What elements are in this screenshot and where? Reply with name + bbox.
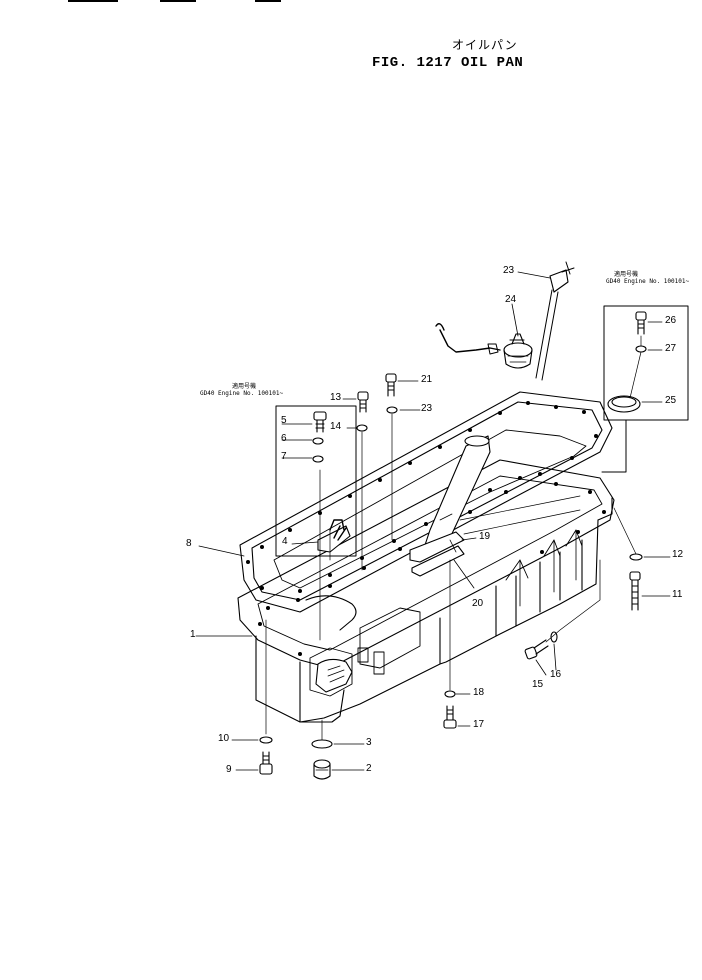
callout-15: 15 (532, 679, 544, 690)
callout-13: 13 (330, 392, 342, 403)
callout-4: 4 (282, 536, 288, 547)
washer-part-10 (259, 736, 273, 744)
callout-1: 1 (190, 629, 196, 640)
washer-part-6 (312, 437, 324, 445)
bolt-part-15 (524, 639, 549, 660)
bolt-part-9 (259, 751, 273, 775)
bolt-part-11 (629, 571, 641, 611)
callout-6: 6 (281, 433, 287, 444)
bolt-part-26 (635, 311, 647, 335)
oring-part-3 (311, 739, 333, 749)
callout-26: 26 (665, 315, 677, 326)
applicability-note-right: 適用号機 GD40 Engine No. 100101~ (606, 271, 689, 285)
drain-plug-part-2 (313, 759, 331, 780)
callout-3: 3 (366, 737, 372, 748)
note-left-line2: GD40 Engine No. 100101~ (200, 390, 284, 397)
washer-part-27 (635, 345, 647, 353)
note-left-line1: 適用号機 (232, 383, 257, 390)
callout-23-washer: 23 (421, 403, 433, 414)
callout-20: 20 (472, 598, 484, 609)
header-rule-2 (160, 0, 196, 2)
header-rule-1 (68, 0, 118, 2)
assembly-lines (265, 335, 642, 741)
callout-19: 19 (479, 531, 491, 542)
callout-16: 16 (550, 669, 562, 680)
callout-5: 5 (281, 415, 287, 426)
japanese-title: オイルパン (452, 38, 518, 52)
leader-lines (195, 271, 671, 771)
callout-27: 27 (665, 343, 677, 354)
oring-part-7 (312, 455, 324, 463)
callout-11: 11 (672, 589, 683, 600)
callout-2: 2 (366, 763, 372, 774)
callout-9: 9 (226, 764, 232, 775)
washer-part-14 (356, 424, 368, 432)
bolt-part-13 (357, 391, 369, 413)
washer-part-23 (386, 406, 398, 414)
callout-24: 24 (505, 294, 517, 305)
callout-7: 7 (281, 451, 287, 462)
callout-21: 21 (421, 374, 433, 385)
bolt-part-21 (385, 373, 397, 397)
note-right-line1: 適用号機 (614, 271, 639, 278)
figure-title: FIG. 1217 OIL PAN (372, 55, 524, 71)
oil-pan-part-1 (237, 459, 615, 723)
washer-part-16 (550, 631, 558, 643)
gasket-part-8 (239, 391, 613, 613)
detail-box-right (601, 305, 689, 473)
bolt-part-17 (443, 705, 457, 729)
filler-tube-parts-19-20 (409, 435, 491, 577)
callout-25: 25 (665, 395, 677, 406)
callout-23-dipstick: 23 (503, 265, 515, 276)
note-right-line2: GD40 Engine No. 100101~ (606, 278, 690, 285)
callout-8: 8 (186, 538, 192, 549)
header-rule-3 (255, 0, 281, 2)
cover-part-25 (607, 395, 641, 413)
dipstick-part-23 (535, 261, 575, 381)
applicability-note-left: 適用号機 GD40 Engine No. 100101~ (200, 383, 283, 397)
callout-14: 14 (330, 421, 342, 432)
callout-10: 10 (218, 733, 230, 744)
washer-part-18 (444, 690, 456, 698)
filler-cap-part-24 (435, 323, 533, 369)
washer-part-12 (629, 553, 643, 561)
callout-17: 17 (473, 719, 485, 730)
callout-18: 18 (473, 687, 485, 698)
bolt-part-5 (313, 411, 327, 433)
callout-12: 12 (672, 549, 684, 560)
